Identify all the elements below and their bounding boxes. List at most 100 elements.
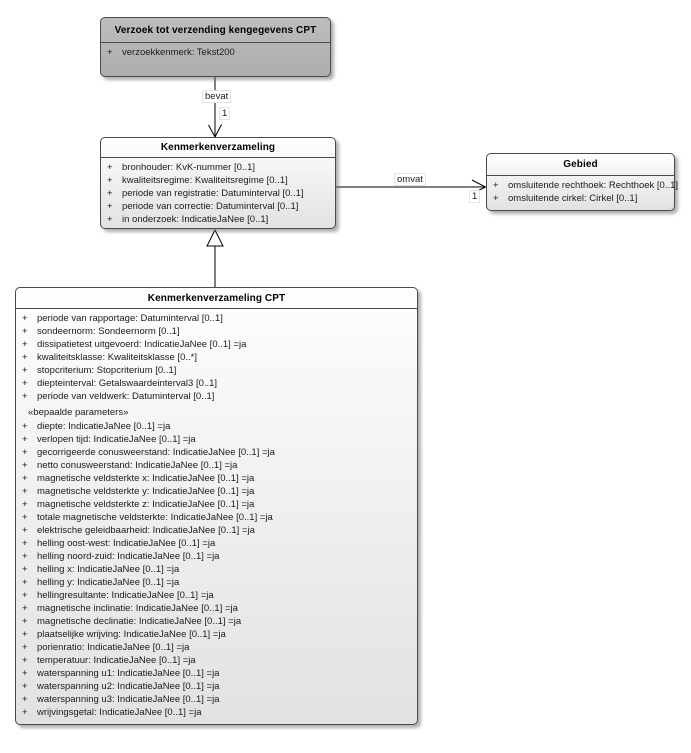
- attribute-text: periode van veldwerk: Datuminterval [0..…: [37, 391, 215, 402]
- attribute-row: + periode van registratie: Datuminterval …: [107, 187, 331, 200]
- visibility-symbol: +: [22, 473, 28, 484]
- visibility-symbol: +: [22, 326, 28, 337]
- attribute-row: + periode van veldwerk: Datuminterval [0.…: [22, 390, 413, 403]
- visibility-symbol: +: [493, 193, 499, 204]
- attribute-row: + waterspanning u3: IndicatieJaNee [0..1]…: [22, 693, 413, 706]
- attribute-row: +totale magnetische veldsterkte: Indicat…: [22, 511, 413, 524]
- attribute-compartment: + omsluitende rechthoek: Rechthoek [0..1]…: [487, 176, 678, 207]
- attribute-text: waterspanning u3: IndicatieJaNee [0..1] …: [37, 694, 220, 705]
- bevat-multiplicity-label: 1: [219, 107, 231, 120]
- attribute-text: elektrische geleidbaarheid: IndicatieJaN…: [37, 525, 255, 536]
- attribute-row: +helling noord-zuid: IndicatieJaNee [0..…: [22, 550, 413, 563]
- attribute-row: +magnetische declinatie: IndicatieJaNee …: [22, 615, 413, 628]
- attribute-compartment: + verzoekkenmerk: Tekst200: [101, 43, 330, 61]
- visibility-symbol: +: [22, 655, 28, 666]
- stereotype-bepaalde-parameters: «bepaalde parameters»: [28, 407, 129, 418]
- attribute-row: +wrijvingsgetal: IndicatieJaNee [0..1] =…: [22, 706, 413, 719]
- attribute-text: periode van registratie: Datuminterval […: [122, 188, 304, 199]
- attribute-text: wrijvingsgetal: IndicatieJaNee [0..1] =j…: [37, 707, 202, 718]
- attribute-text: omsluitende cirkel: Cirkel [0..1]: [508, 193, 638, 204]
- attribute-row: + omsluitende rechthoek: Rechthoek [0..1]: [493, 179, 678, 192]
- visibility-symbol: +: [22, 339, 28, 350]
- visibility-symbol: +: [22, 352, 28, 363]
- attribute-row: + kwaliteitsklasse: Kwaliteitsklasse [0..…: [22, 351, 413, 364]
- attribute-text: magnetische veldsterkte z: IndicatieJaNe…: [37, 499, 255, 510]
- visibility-symbol: +: [22, 603, 28, 614]
- visibility-symbol: +: [22, 681, 28, 692]
- attribute-compartment: +bronhouder: KvK-nummer [0..1]+kwaliteit…: [101, 158, 335, 228]
- visibility-symbol: +: [107, 188, 113, 199]
- attribute-row: + hellingresultante: IndicatieJaNee [0..1…: [22, 589, 413, 602]
- attribute-row: +elektrische geleidbaarheid: IndicatieJa…: [22, 524, 413, 537]
- attribute-text: in onderzoek: IndicatieJaNee [0..1]: [122, 214, 269, 225]
- attribute-text: helling x: IndicatieJaNee [0..1] =ja: [37, 564, 180, 575]
- attribute-row: +stopcriterium: Stopcriterium [0..1]: [22, 364, 413, 377]
- class-title: Kenmerkenverzameling: [101, 138, 335, 158]
- attribute-text: periode van correctie: Datuminterval [0.…: [122, 201, 299, 212]
- visibility-symbol: +: [22, 378, 28, 389]
- class-gebied: Gebied + omsluitende rechthoek: Rechthoek…: [486, 153, 678, 211]
- attribute-row: +periode van correctie: Datuminterval [0…: [107, 200, 331, 213]
- visibility-symbol: +: [22, 551, 28, 562]
- visibility-symbol: +: [22, 512, 28, 523]
- attribute-row: +helling y: IndicatieJaNee [0..1] =ja: [22, 576, 413, 589]
- class-kenmerkenverzameling: Kenmerkenverzameling +bronhouder: KvK-nu…: [100, 137, 336, 229]
- attribute-compartment: +periode van rapportage: Datuminterval […: [16, 309, 417, 403]
- attribute-row: + temperatuur: IndicatieJaNee [0..1] =ja: [22, 654, 413, 667]
- visibility-symbol: +: [22, 590, 28, 601]
- visibility-symbol: +: [22, 434, 28, 445]
- generalization-triangle: [206, 228, 224, 247]
- attribute-text: sondeernorm: Sondeernorm [0..1]: [37, 326, 180, 337]
- visibility-symbol: +: [107, 214, 113, 225]
- attribute-row: + waterspanning u2: IndicatieJaNee [0..1]…: [22, 680, 413, 693]
- attribute-row: +magnetische inclinatie: IndicatieJaNee …: [22, 602, 413, 615]
- visibility-symbol: +: [22, 642, 28, 653]
- attribute-text: temperatuur: IndicatieJaNee [0..1] =ja: [37, 655, 196, 666]
- attribute-text: bronhouder: KvK-nummer [0..1]: [122, 162, 256, 173]
- attribute-row: +waterspanning u1: IndicatieJaNee [0..1]…: [22, 667, 413, 680]
- attribute-row: + netto conusweerstand: IndicatieJaNee [0…: [22, 459, 413, 472]
- visibility-symbol: +: [107, 47, 113, 58]
- attribute-text: waterspanning u1: IndicatieJaNee [0..1] …: [37, 668, 220, 679]
- attribute-text: omsluitende rechthoek: Rechthoek [0..1]: [508, 180, 679, 191]
- attribute-row: +porienratio: IndicatieJaNee [0..1] =ja: [22, 641, 413, 654]
- attribute-text: stopcriterium: Stopcriterium [0..1]: [37, 365, 177, 376]
- attribute-text: verzoekkenmerk: Tekst200: [122, 47, 235, 58]
- omvat-association-label: omvat: [394, 173, 426, 186]
- class-title: Verzoek tot verzending kengegevens CPT: [101, 18, 330, 43]
- attribute-text: verlopen tijd: IndicatieJaNee [0..1] =ja: [37, 434, 196, 445]
- attribute-text: hellingresultante: IndicatieJaNee [0..1]…: [37, 590, 214, 601]
- attribute-row: +periode van rapportage: Datuminterval […: [22, 312, 413, 325]
- attribute-row: +magnetische veldsterkte y: IndicatieJaN…: [22, 485, 413, 498]
- attribute-row: + sondeernorm: Sondeernorm [0..1]: [22, 325, 413, 338]
- attribute-row: +diepte: IndicatieJaNee [0..1] =ja: [22, 420, 413, 433]
- attribute-row: +kwaliteitsregime: Kwaliteitsregime [0..…: [107, 174, 331, 187]
- attribute-text: magnetische veldsterkte x: IndicatieJaNe…: [37, 473, 255, 484]
- attribute-text: kwaliteitsklasse: Kwaliteitsklasse [0..*…: [37, 352, 197, 363]
- attribute-text: netto conusweerstand: IndicatieJaNee [0.…: [37, 460, 238, 471]
- visibility-symbol: +: [493, 180, 499, 191]
- attribute-row: +dissipatietest uitgevoerd: IndicatieJaN…: [22, 338, 413, 351]
- attribute-row: +helling x: IndicatieJaNee [0..1] =ja: [22, 563, 413, 576]
- attribute-row: + verlopen tijd: IndicatieJaNee [0..1] =j…: [22, 433, 413, 446]
- class-title: Gebied: [487, 154, 674, 176]
- attribute-row: + in onderzoek: IndicatieJaNee [0..1]: [107, 213, 331, 226]
- attribute-text: waterspanning u2: IndicatieJaNee [0..1] …: [37, 681, 220, 692]
- attribute-text: plaatselijke wrijving: IndicatieJaNee [0…: [37, 629, 226, 640]
- attribute-row: +bronhouder: KvK-nummer [0..1]: [107, 161, 331, 174]
- attribute-row: + verzoekkenmerk: Tekst200: [107, 46, 326, 59]
- visibility-symbol: +: [22, 421, 28, 432]
- attribute-text: magnetische veldsterkte y: IndicatieJaNe…: [37, 486, 255, 497]
- attribute-text: diepteinterval: Getalswaardeinterval3 [0…: [37, 378, 218, 389]
- attribute-text: gecorrigeerde conusweerstand: IndicatieJ…: [37, 447, 275, 458]
- visibility-symbol: +: [22, 391, 28, 402]
- visibility-symbol: +: [22, 460, 28, 471]
- visibility-symbol: +: [22, 694, 28, 705]
- visibility-symbol: +: [22, 499, 28, 510]
- visibility-symbol: +: [22, 313, 28, 324]
- omvat-multiplicity-label: 1: [469, 190, 481, 203]
- attribute-row: + omsluitende cirkel: Cirkel [0..1]: [493, 192, 670, 205]
- visibility-symbol: +: [22, 447, 28, 458]
- parameter-compartment: +diepte: IndicatieJaNee [0..1] =ja+verlo…: [16, 420, 417, 721]
